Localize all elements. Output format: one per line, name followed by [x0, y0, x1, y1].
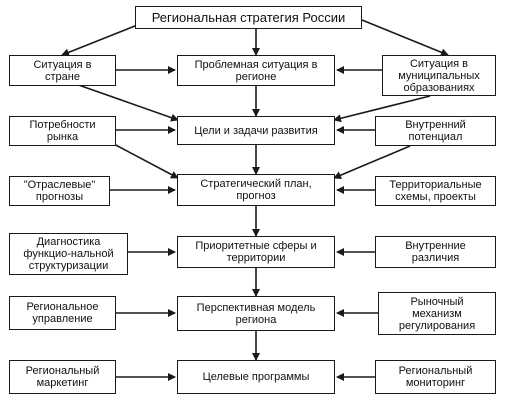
right-market-mechanism: Рыночный механизм регулирования: [378, 292, 496, 335]
arrow-title-to-municipal: [361, 19, 449, 57]
center-goals: Цели и задачи развития: [177, 116, 335, 145]
right-potential: Внутренний потенциал: [375, 116, 496, 146]
center-strategic-plan: Стратегический план, прогноз: [177, 174, 335, 206]
center-programs: Целевые программы: [177, 360, 335, 394]
left-sector-forecasts: "Отраслевые" прогнозы: [9, 176, 110, 206]
center-priority: Приоритетные сферы и территории: [177, 236, 335, 268]
right-monitoring: Региональный мониторинг: [375, 360, 496, 394]
strategy-title-box: Региональная стратегия России: [135, 6, 362, 29]
left-diagnostics: Диагностика функцио-нальной структуризац…: [9, 233, 128, 275]
left-market-needs: Потребности рынка: [9, 116, 116, 146]
right-differences: Внутренние различия: [375, 236, 496, 268]
arrow-municipal-to-goals: [333, 95, 431, 123]
arrow-potential-to-plan: [333, 145, 411, 179]
arrow-market-to-plan: [109, 141, 179, 179]
left-marketing: Региональный маркетинг: [9, 360, 116, 394]
right-territorial: Территориальные схемы, проекты: [375, 176, 496, 206]
arrow-country-to-goals: [69, 81, 179, 122]
left-country: Ситуация в стране: [9, 55, 116, 86]
right-municipal: Ситуация в муниципальных образованиях: [382, 55, 496, 96]
center-situation-region: Проблемная ситуация в регионе: [177, 55, 335, 86]
center-model: Перспективная модель региона: [177, 296, 335, 331]
left-management: Региональное управление: [9, 296, 116, 330]
